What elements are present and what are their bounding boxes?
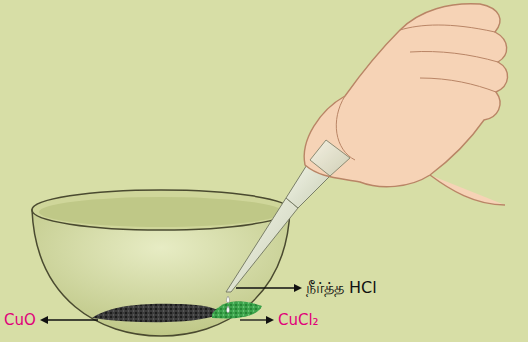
arrowhead — [40, 316, 48, 324]
arrowhead — [266, 316, 274, 324]
bowl-inside — [39, 197, 283, 227]
leader-line — [240, 319, 268, 320]
drop — [227, 296, 230, 303]
leader-line — [46, 319, 98, 320]
cucl2-powder — [212, 301, 262, 318]
compound-label: CuO — [4, 312, 36, 329]
compound-label: CuCl₂ — [278, 312, 319, 329]
acid-label: நீர்த்த HCl — [306, 279, 377, 297]
cuo-powder — [92, 304, 222, 322]
hand — [304, 4, 507, 187]
leader-line — [236, 287, 296, 288]
drop — [227, 306, 230, 313]
arrowhead — [294, 284, 302, 292]
bowl-rim — [32, 190, 290, 230]
dropper-tube — [226, 198, 298, 292]
